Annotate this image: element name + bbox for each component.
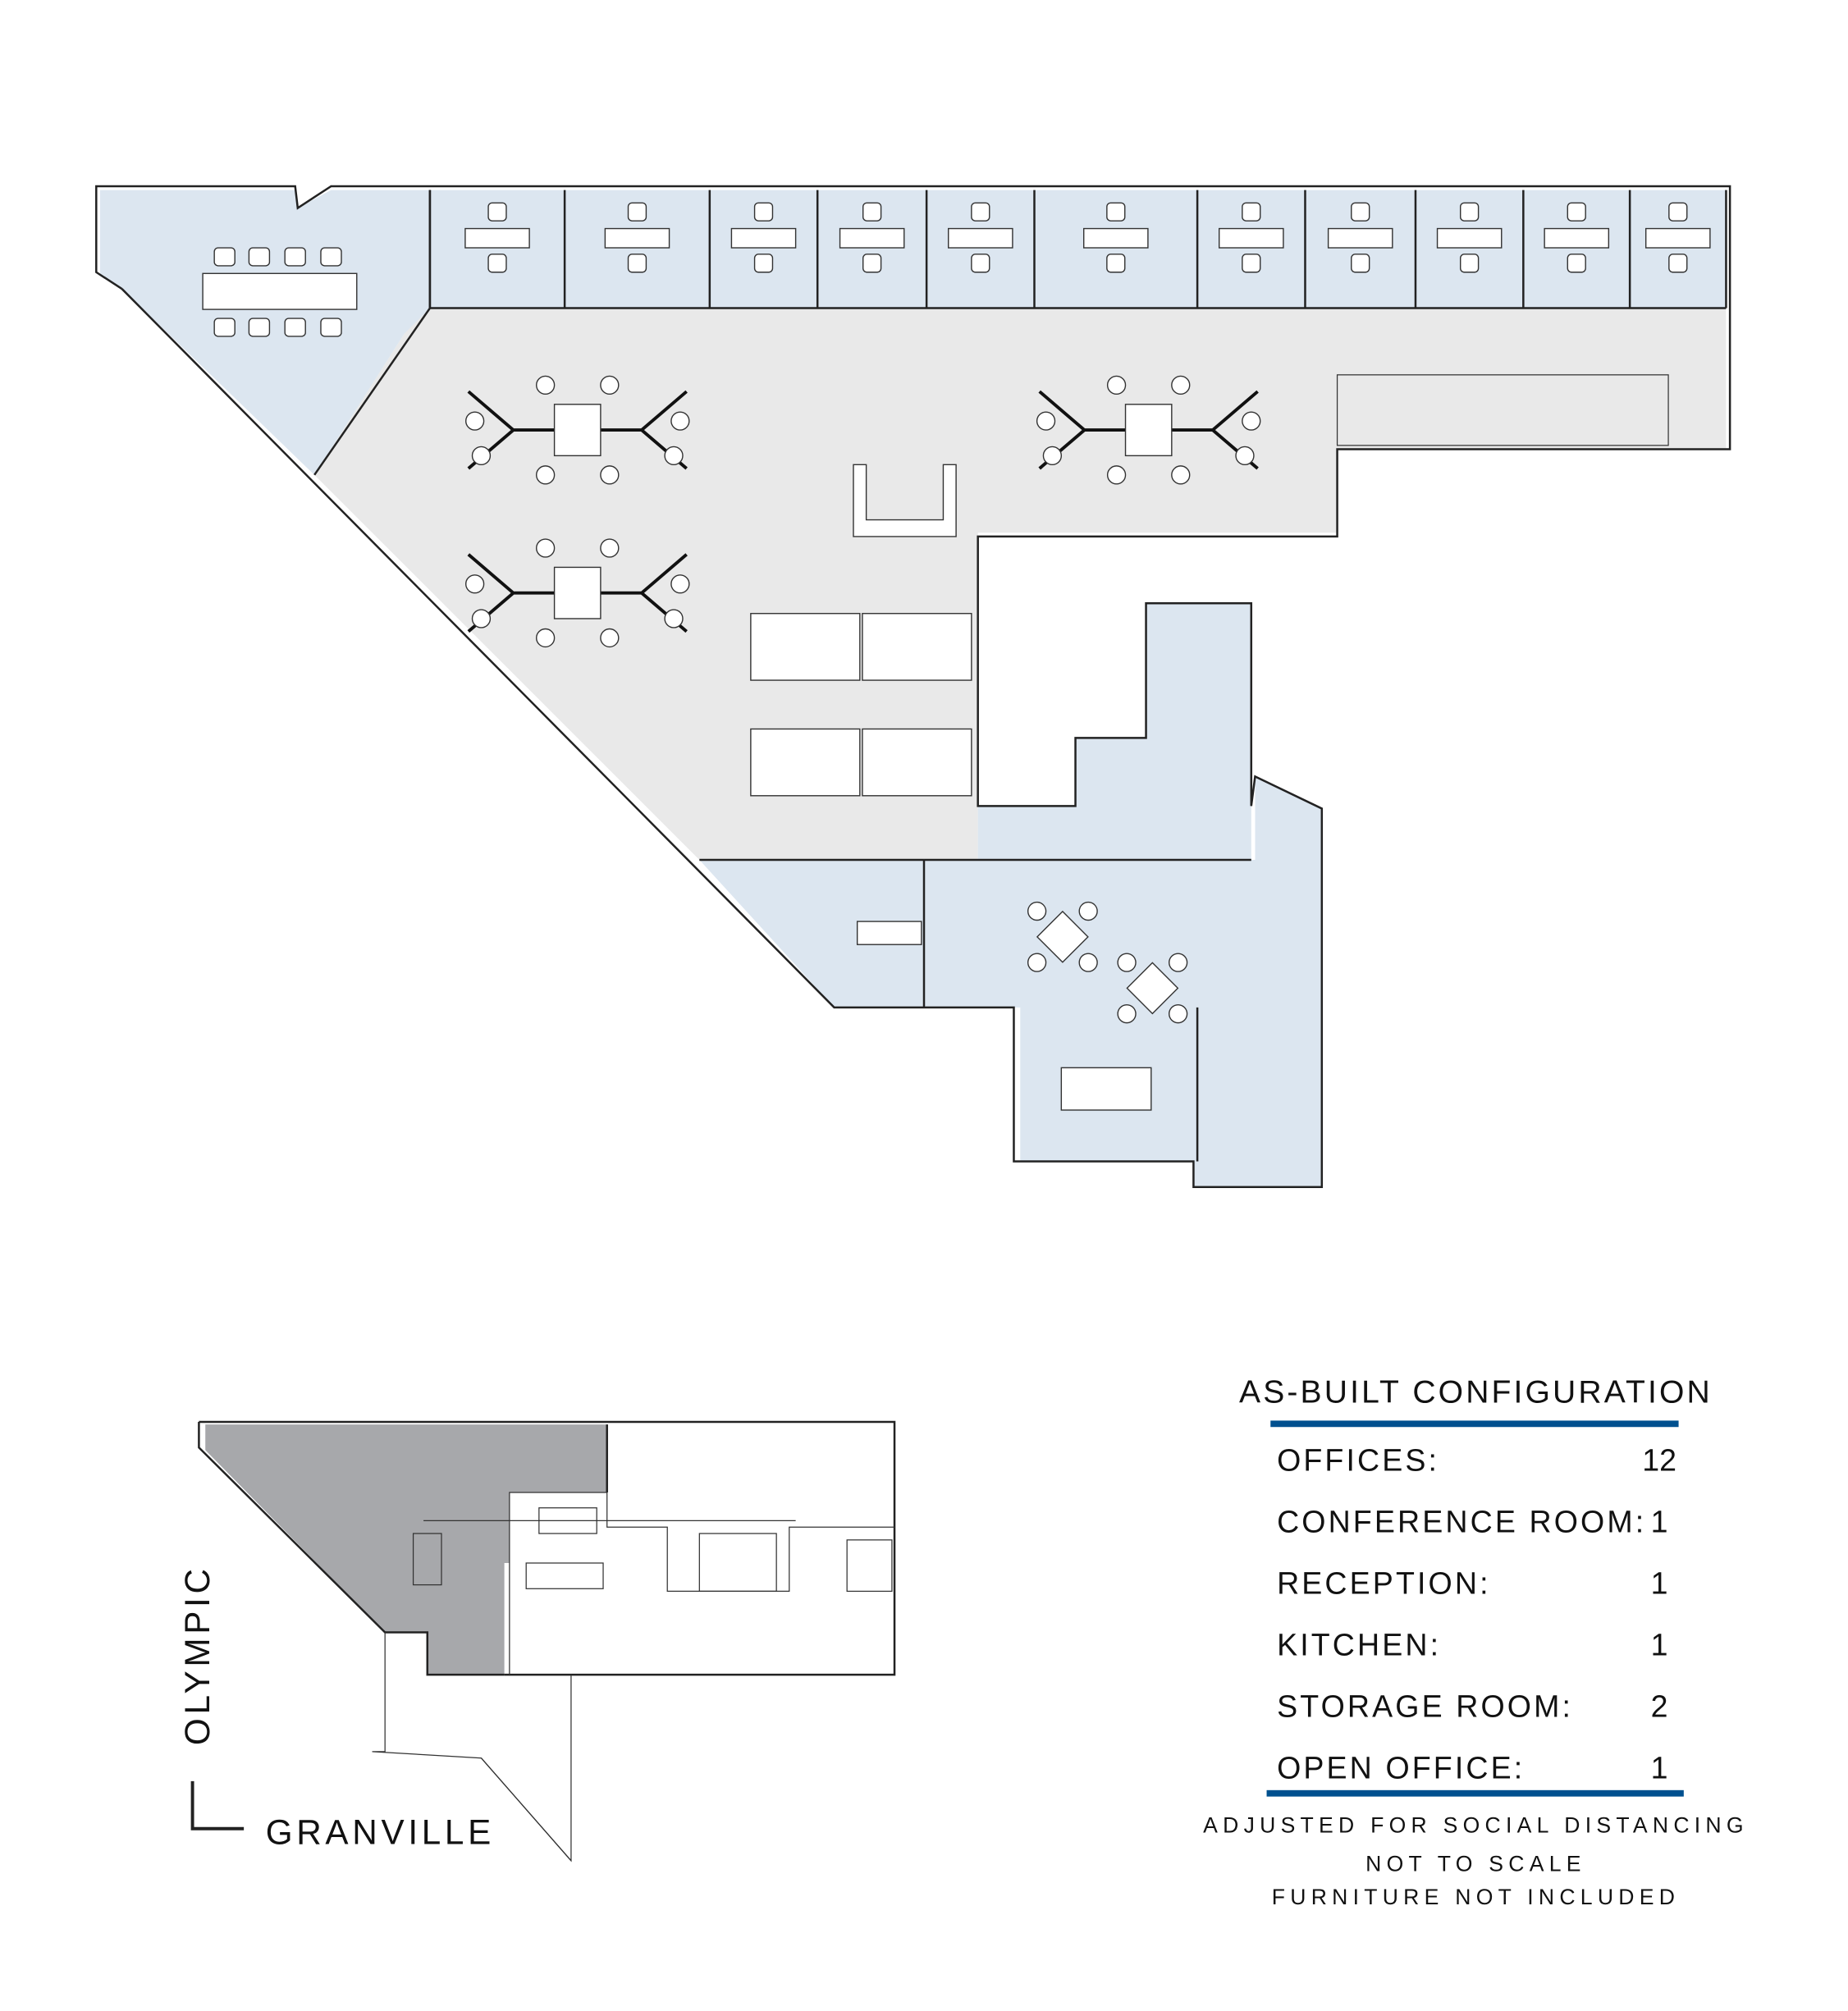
office-desk <box>1083 227 1149 249</box>
workstation-pod <box>1036 375 1261 485</box>
office-chair <box>1668 254 1688 273</box>
kitchen-island <box>1060 1067 1152 1111</box>
office-chair <box>1567 254 1586 273</box>
office-desk <box>604 227 670 249</box>
reception <box>699 859 924 1008</box>
chair <box>284 247 306 267</box>
legend-row-value: 2 <box>1651 1689 1668 1724</box>
office-desk <box>948 227 1013 249</box>
office-chair <box>753 254 774 273</box>
legend-row: CONFERENCE ROOM:1 <box>1277 1504 1667 1538</box>
office-chair <box>1242 254 1261 273</box>
storage-room <box>977 603 1251 860</box>
private-offices-row <box>429 190 1727 309</box>
office-chair <box>487 254 507 273</box>
office-chair <box>971 202 990 222</box>
office-chair <box>487 202 507 222</box>
legend-row-label: KITCHEN: <box>1277 1628 1441 1662</box>
office-desk <box>1644 227 1711 249</box>
main-floor-plan <box>95 185 1731 1189</box>
legend-title: AS-BUILT CONFIGURATION <box>1239 1375 1713 1410</box>
chair <box>320 318 342 337</box>
cubicle <box>862 728 972 797</box>
reception-desk <box>856 921 922 945</box>
workstation-pod <box>464 375 690 485</box>
office-chair <box>1460 254 1480 273</box>
cafe-table <box>1036 910 1089 963</box>
legend-note: FURNITURE NOT INCLUDED <box>1272 1885 1680 1909</box>
street-label-olympic: OLYMPIC <box>178 1565 217 1745</box>
office-desk <box>839 227 905 249</box>
key-plan-highlight <box>205 1424 607 1675</box>
cubicle <box>750 728 861 797</box>
office-chair <box>1351 254 1370 273</box>
legend-row-label: CONFERENCE ROOM: <box>1277 1504 1646 1538</box>
legend-row: KITCHEN: 1 <box>1277 1628 1667 1662</box>
legend-row-label: OFFICES: <box>1277 1442 1439 1477</box>
office-chair <box>1567 202 1586 222</box>
chair <box>320 247 342 267</box>
legend-row: OFFICES: 12 <box>1277 1442 1676 1477</box>
conference-table <box>202 272 358 310</box>
cafe-table <box>1126 962 1179 1015</box>
legend-row: STORAGE ROOM: 2 <box>1277 1689 1667 1724</box>
chair <box>248 247 271 267</box>
office-desk <box>730 227 797 249</box>
office-desk <box>1327 227 1393 249</box>
office-chair <box>1242 202 1261 222</box>
chair <box>284 318 306 337</box>
office-chair <box>1668 202 1688 222</box>
office-desk <box>1218 227 1284 249</box>
office-chair <box>862 202 882 222</box>
legend-row-value: 1 <box>1651 1628 1668 1662</box>
office-chair <box>1351 202 1370 222</box>
configuration-legend: AS-BUILT CONFIGURATION OFFICES:12CONFERE… <box>1203 1375 1749 1909</box>
office-chair <box>627 202 647 222</box>
legend-row-value: 1 <box>1651 1566 1668 1601</box>
legend-top-rule <box>1270 1420 1679 1428</box>
key-plan: OLYMPIC GRANVILLE <box>178 1420 896 1862</box>
office-chair <box>627 254 647 273</box>
exterior-wall <box>95 185 1731 1189</box>
office-desk <box>1544 227 1610 249</box>
office-desk <box>464 227 530 249</box>
lounge-seating <box>853 464 957 537</box>
cubicle <box>862 613 972 681</box>
legend-row-value: 12 <box>1642 1442 1676 1477</box>
office-chair <box>1106 254 1126 273</box>
legend-row-label: STORAGE ROOM: <box>1277 1689 1573 1724</box>
office-chair <box>1460 202 1480 222</box>
street-label-granville: GRANVILLE <box>266 1813 495 1852</box>
office-chair <box>971 254 990 273</box>
office-chair <box>1106 202 1126 222</box>
chair <box>248 318 271 337</box>
chair <box>213 318 236 337</box>
legend-row-value: 1 <box>1651 1751 1668 1785</box>
chair <box>213 247 236 267</box>
kitchen <box>924 776 1322 1187</box>
legend-note: NOT TO SCALE <box>1365 1851 1586 1876</box>
legend-row-label: RECEPTION: <box>1277 1566 1491 1601</box>
open-office-area <box>314 308 1727 860</box>
north-arrow-corner <box>190 1780 245 1830</box>
workstation-pod <box>464 538 690 648</box>
legend-bottom-rule <box>1266 1789 1684 1797</box>
legend-row-value: 1 <box>1651 1504 1668 1538</box>
cubicle <box>750 613 861 681</box>
legend-row-label: OPEN OFFICE: <box>1277 1751 1525 1785</box>
legend-note: ADJUSTED FOR SOCIAL DISTANCING <box>1203 1812 1749 1837</box>
legend-row: OPEN OFFICE: 1 <box>1277 1751 1667 1785</box>
office-chair <box>753 202 774 222</box>
office-desk <box>1436 227 1503 249</box>
legend-row: RECEPTION: 1 <box>1277 1566 1667 1601</box>
office-chair <box>862 254 882 273</box>
